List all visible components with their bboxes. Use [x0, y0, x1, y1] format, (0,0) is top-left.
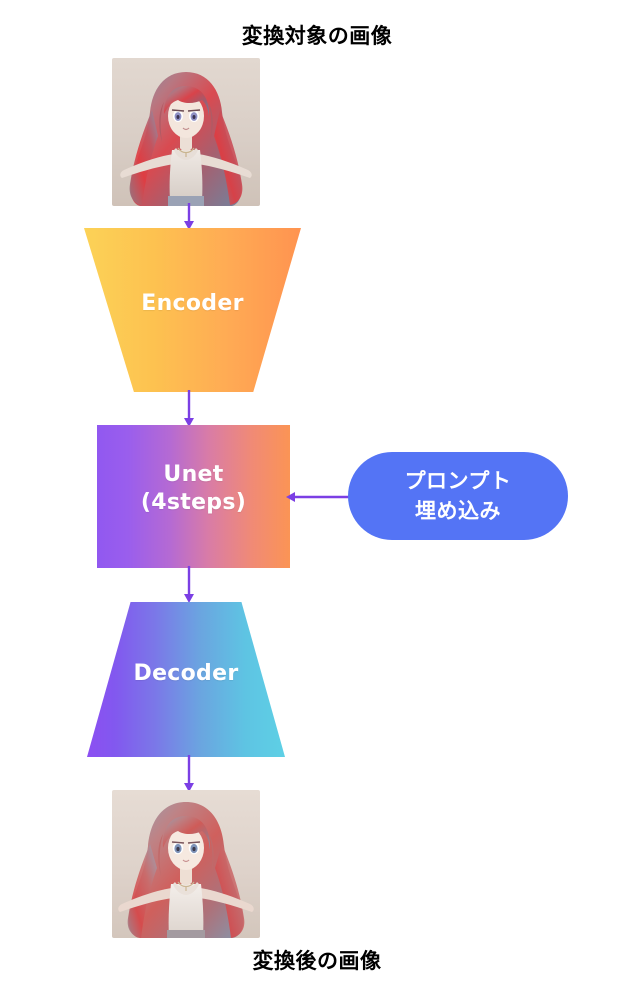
output-image-caption: 変換後の画像	[252, 949, 382, 973]
output-image-art	[112, 790, 260, 938]
prompt-embedding-label-line1: プロンプト	[404, 468, 512, 493]
arrow-unet-to-decoder	[184, 566, 194, 603]
prompt-embedding-node[interactable]: プロンプト 埋め込み	[348, 452, 568, 540]
decoder-node[interactable]: Decoder	[87, 602, 285, 757]
encoder-node[interactable]: Encoder	[84, 228, 301, 392]
unet-shape-fill	[97, 425, 290, 568]
input-image-art	[112, 58, 260, 206]
prompt-embedding-label-group: プロンプト 埋め込み	[405, 466, 512, 527]
decoder-shape-fill	[87, 602, 285, 757]
arrow-decoder-to-output	[184, 755, 194, 792]
input-image-caption: 変換対象の画像	[241, 24, 393, 48]
output-image	[112, 790, 260, 938]
unet-node[interactable]: Unet (4steps)	[97, 425, 290, 568]
prompt-embedding-label-line2: 埋め込み	[415, 499, 501, 523]
arrow-input-to-encoder	[184, 203, 194, 230]
input-image	[112, 58, 260, 206]
encoder-shape-fill	[84, 228, 301, 392]
arrow-prompt-to-unet	[286, 492, 352, 502]
arrow-encoder-to-unet	[184, 390, 194, 427]
